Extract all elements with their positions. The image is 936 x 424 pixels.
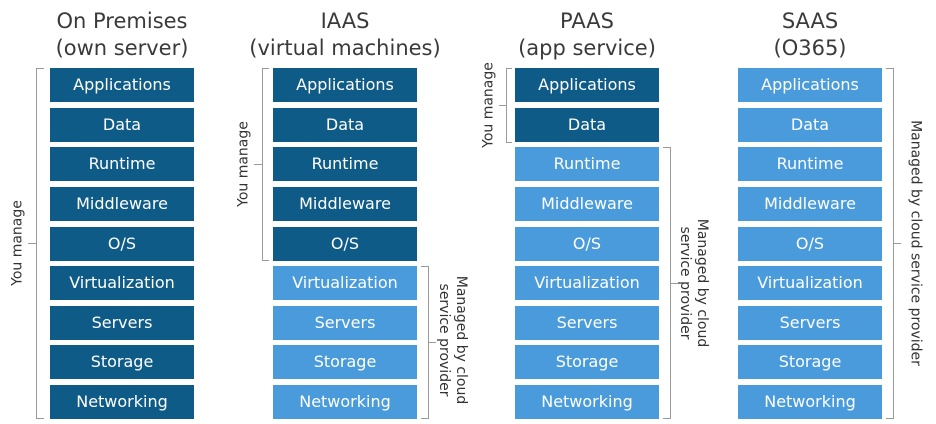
layer-middleware: Middleware (515, 187, 659, 221)
layer-os: O/S (273, 227, 417, 261)
layer-data: Data (50, 108, 194, 142)
layer-applications: Applications (50, 68, 194, 102)
bracket-tick (254, 164, 262, 165)
label-managed-by-provider: Managed by cloud service provider (676, 219, 710, 347)
layer-servers: Servers (50, 306, 194, 340)
column-title-saas: SAAS (O365) (710, 8, 910, 62)
title-line: (own server) (55, 36, 189, 60)
layer-data: Data (515, 108, 659, 142)
label-line: Managed by cloud (453, 275, 469, 405)
layer-servers: Servers (273, 306, 417, 340)
bracket-you-manage (36, 68, 44, 419)
layer-networking: Networking (50, 385, 194, 419)
label-you-manage: You manage (480, 62, 497, 148)
label-line: Managed by cloud (694, 218, 710, 348)
layer-runtime: Runtime (50, 147, 194, 181)
layer-storage: Storage (515, 345, 659, 379)
layer-storage: Storage (273, 345, 417, 379)
title-line: PAAS (560, 9, 614, 33)
layer-storage: Storage (738, 345, 882, 379)
bracket-tick (428, 342, 436, 343)
layer-middleware: Middleware (273, 187, 417, 221)
title-line: (virtual machines) (249, 36, 441, 60)
layer-os: O/S (515, 227, 659, 261)
layer-networking: Networking (515, 385, 659, 419)
title-line: SAAS (781, 9, 839, 33)
bracket-tick (499, 105, 507, 106)
layer-networking: Networking (273, 385, 417, 419)
layer-runtime: Runtime (738, 147, 882, 181)
layer-virtualization: Virtualization (273, 266, 417, 300)
layer-storage: Storage (50, 345, 194, 379)
layer-applications: Applications (738, 68, 882, 102)
layer-virtualization: Virtualization (515, 266, 659, 300)
layer-applications: Applications (515, 68, 659, 102)
layer-runtime: Runtime (273, 147, 417, 181)
layer-data: Data (273, 108, 417, 142)
layer-servers: Servers (738, 306, 882, 340)
layer-virtualization: Virtualization (738, 266, 882, 300)
title-line: (app service) (518, 36, 656, 60)
column-title-iaas: IAAS (virtual machines) (245, 8, 445, 62)
label-managed-by-provider: Managed by cloud service provider (907, 120, 924, 366)
title-line: On Premises (56, 9, 188, 33)
column-title-on-premises: On Premises (own server) (22, 8, 222, 62)
bracket-tick (28, 243, 36, 244)
bracket-you-manage (262, 68, 269, 261)
layer-networking: Networking (738, 385, 882, 419)
layer-virtualization: Virtualization (50, 266, 194, 300)
layer-middleware: Middleware (738, 187, 882, 221)
layer-runtime: Runtime (515, 147, 659, 181)
label-you-manage: You manage (9, 200, 26, 286)
layer-middleware: Middleware (50, 187, 194, 221)
layer-data: Data (738, 108, 882, 142)
bracket-tick (670, 283, 678, 284)
title-line: (O365) (773, 36, 847, 60)
label-line: service provider (677, 226, 693, 340)
layer-applications: Applications (273, 68, 417, 102)
title-line: IAAS (320, 9, 370, 33)
layer-os: O/S (738, 227, 882, 261)
layer-os: O/S (50, 227, 194, 261)
bracket-tick (893, 243, 901, 244)
label-line: service provider (436, 283, 452, 397)
label-managed-by-provider: Managed by cloud service provider (435, 276, 469, 404)
label-you-manage: You manage (235, 121, 252, 207)
layer-servers: Servers (515, 306, 659, 340)
column-title-paas: PAAS (app service) (487, 8, 687, 62)
